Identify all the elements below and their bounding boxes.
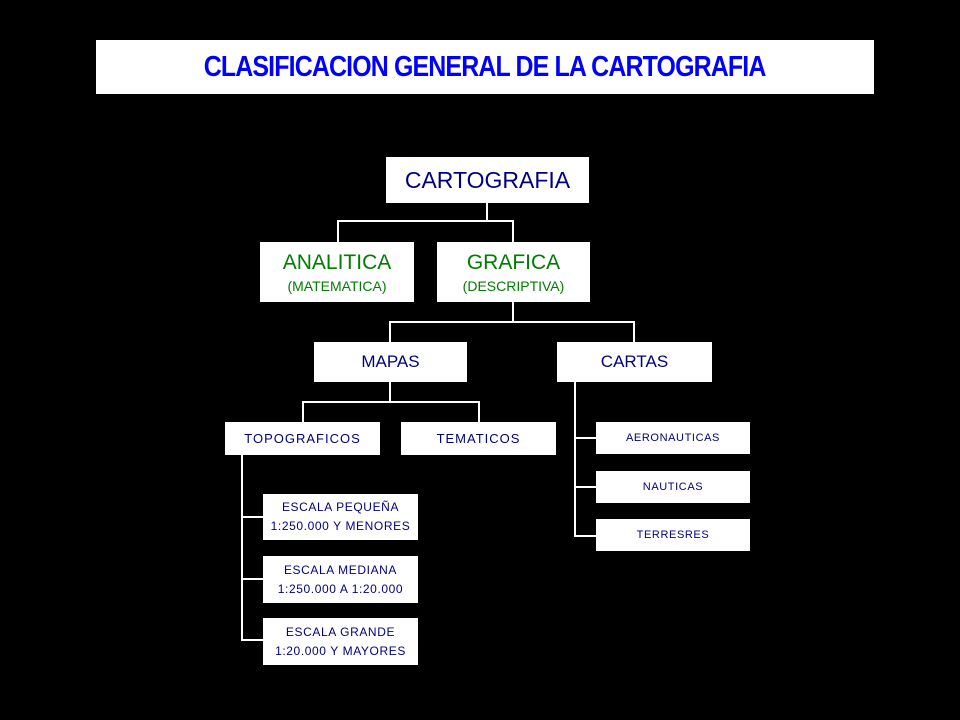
node-mapas: MAPAS <box>314 342 467 382</box>
node-topograficos: TOPOGRAFICOS <box>225 422 380 455</box>
connector-line <box>574 382 576 537</box>
node-grafica: GRAFICA (DESCRIPTIVA) <box>437 242 590 302</box>
connector-line <box>478 401 480 422</box>
connector-line <box>574 486 596 488</box>
node-escala-grande-line2: 1:20.000 Y MAYORES <box>275 643 406 658</box>
node-analitica-subtitle: (MATEMATICA) <box>287 277 387 294</box>
connector-line <box>337 220 514 222</box>
connector-line <box>241 516 263 518</box>
connector-line <box>241 578 263 580</box>
node-mapas-label: MAPAS <box>361 352 420 371</box>
node-tematicos-label: TEMATICOS <box>436 431 521 446</box>
node-escala-mediana-line1: ESCALA MEDIANA <box>283 562 398 577</box>
node-escala-mediana-line2: 1:250.000 A 1:20.000 <box>277 581 404 596</box>
page-title: CLASIFICACION GENERAL DE LA CARTOGRAFIA <box>204 50 767 83</box>
node-cartografia: CARTOGRAFIA <box>386 157 589 203</box>
node-escala-mediana: ESCALA MEDIANA 1:250.000 A 1:20.000 <box>263 556 418 603</box>
node-escala-pequena: ESCALA PEQUEÑA 1:250.000 Y MENORES <box>263 494 418 540</box>
node-escala-grande: ESCALA GRANDE 1:20.000 Y MAYORES <box>263 618 418 665</box>
connector-line <box>389 321 391 342</box>
node-escala-grande-line1: ESCALA GRANDE <box>285 624 396 639</box>
node-grafica-title: GRAFICA <box>466 250 561 274</box>
connector-line <box>389 382 391 402</box>
title-banner: CLASIFICACION GENERAL DE LA CARTOGRAFIA <box>96 40 874 94</box>
node-aeronauticas: AERONAUTICAS <box>596 422 750 454</box>
node-analitica-title: ANALITICA <box>282 250 392 274</box>
connector-line <box>574 535 596 537</box>
connector-line <box>337 220 339 242</box>
connector-line <box>633 321 635 342</box>
connector-line <box>389 321 635 323</box>
node-terresres: TERRESRES <box>596 519 750 551</box>
connector-line <box>486 203 488 221</box>
node-cartas: CARTAS <box>557 342 712 382</box>
connector-line <box>574 437 596 439</box>
connector-line <box>241 639 263 641</box>
node-escala-pequena-line1: ESCALA PEQUEÑA <box>281 500 400 514</box>
node-cartografia-label: CARTOGRAFIA <box>404 166 571 193</box>
connector-line <box>302 401 304 422</box>
node-tematicos: TEMATICOS <box>401 422 556 455</box>
node-analitica: ANALITICA (MATEMATICA) <box>260 242 414 302</box>
connector-line <box>241 455 243 640</box>
connector-line <box>512 302 514 322</box>
node-nauticas-label: NAUTICAS <box>642 480 704 493</box>
node-escala-pequena-line2: 1:250.000 Y MENORES <box>270 519 411 533</box>
node-topograficos-label: TOPOGRAFICOS <box>244 431 361 446</box>
connector-line <box>512 220 514 242</box>
node-aeronauticas-label: AERONAUTICAS <box>626 431 720 444</box>
connector-line <box>302 401 480 403</box>
node-grafica-subtitle: (DESCRIPTIVA) <box>462 277 565 294</box>
node-terresres-label: TERRESRES <box>636 528 710 541</box>
node-nauticas: NAUTICAS <box>596 471 750 503</box>
node-cartas-label: CARTAS <box>600 352 669 371</box>
